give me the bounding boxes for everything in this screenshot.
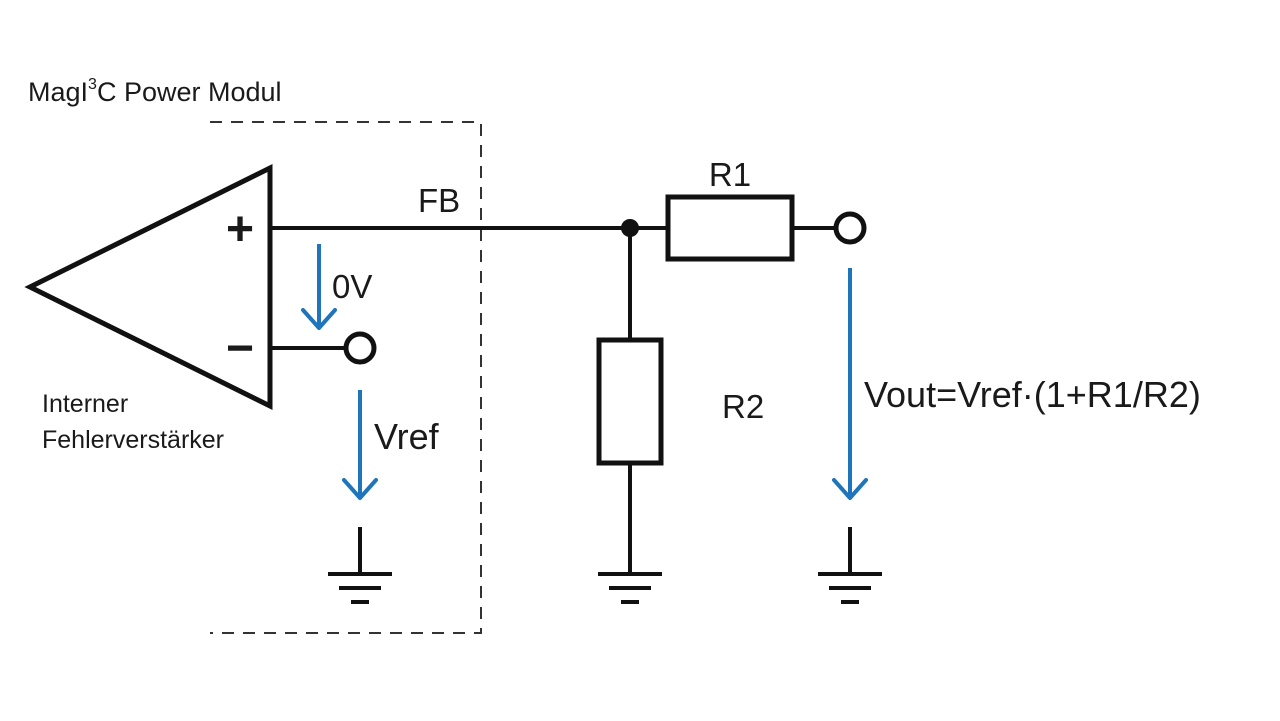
zero-volt-arrowhead — [301, 308, 337, 330]
ground-symbol-vref — [328, 527, 392, 604]
vref-terminal — [343, 331, 377, 365]
vref-arrowhead — [342, 478, 378, 500]
fb-label: FB — [418, 182, 460, 219]
zero-volt-label: 0V — [332, 268, 372, 305]
r1-resistor — [665, 194, 795, 262]
vout-terminal — [833, 211, 867, 245]
module-label-post: C Power Modul — [97, 77, 282, 107]
error-amplifier-triangle — [24, 163, 273, 411]
r1-label: R1 — [709, 156, 751, 193]
amplifier-label-line2: Fehlerverstärker — [42, 426, 224, 454]
module-boundary — [210, 121, 482, 634]
ground-symbol-r2 — [598, 572, 662, 604]
amplifier-label-line1: Interner — [42, 390, 128, 418]
r2-resistor — [596, 337, 664, 466]
vout-formula: Vout=Vref·(1+R1/R2) — [864, 374, 1201, 415]
module-label-pre: MagI — [28, 77, 88, 107]
plus-input-sign: + — [226, 203, 254, 256]
minus-input-sign: − — [226, 322, 254, 375]
vout-arrowhead — [832, 478, 868, 500]
r2-label: R2 — [722, 388, 764, 425]
ground-symbol-vout — [818, 527, 882, 604]
vref-label: Vref — [374, 416, 440, 457]
module-label-sup: 3 — [88, 76, 97, 93]
module-label: MagI3C Power Modul — [28, 76, 282, 107]
